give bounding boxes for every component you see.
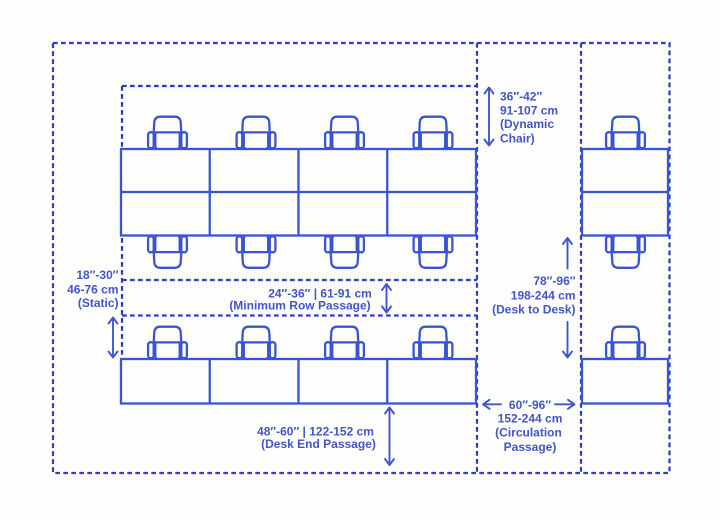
svg-text:60″-96″: 60″-96″	[509, 398, 551, 412]
svg-text:78″-96″: 78″-96″	[533, 274, 575, 288]
svg-text:48″-60″ | 122-152 cm: 48″-60″ | 122-152 cm	[257, 425, 374, 439]
svg-text:36″-42″: 36″-42″	[500, 90, 542, 104]
svg-text:24″-36″ | 61-91 cm: 24″-36″ | 61-91 cm	[268, 286, 372, 300]
svg-text:46-76 cm: 46-76 cm	[67, 283, 118, 297]
svg-text:Passage): Passage)	[504, 440, 557, 454]
svg-text:(Dynamic: (Dynamic	[500, 117, 554, 131]
svg-text:(Circulation: (Circulation	[495, 426, 562, 440]
svg-text:198-244 cm: 198-244 cm	[511, 288, 576, 302]
svg-text:(Static): (Static)	[78, 296, 119, 310]
svg-text:91-107 cm: 91-107 cm	[500, 103, 558, 117]
svg-text:18″-30″: 18″-30″	[76, 268, 118, 282]
svg-text:Chair): Chair)	[500, 132, 535, 146]
svg-text:(Desk End Passage): (Desk End Passage)	[261, 437, 376, 451]
svg-text:152-244 cm: 152-244 cm	[498, 411, 563, 425]
svg-text:(Minimum Row Passage): (Minimum Row Passage)	[229, 299, 370, 313]
svg-text:(Desk to Desk): (Desk to Desk)	[492, 303, 575, 317]
